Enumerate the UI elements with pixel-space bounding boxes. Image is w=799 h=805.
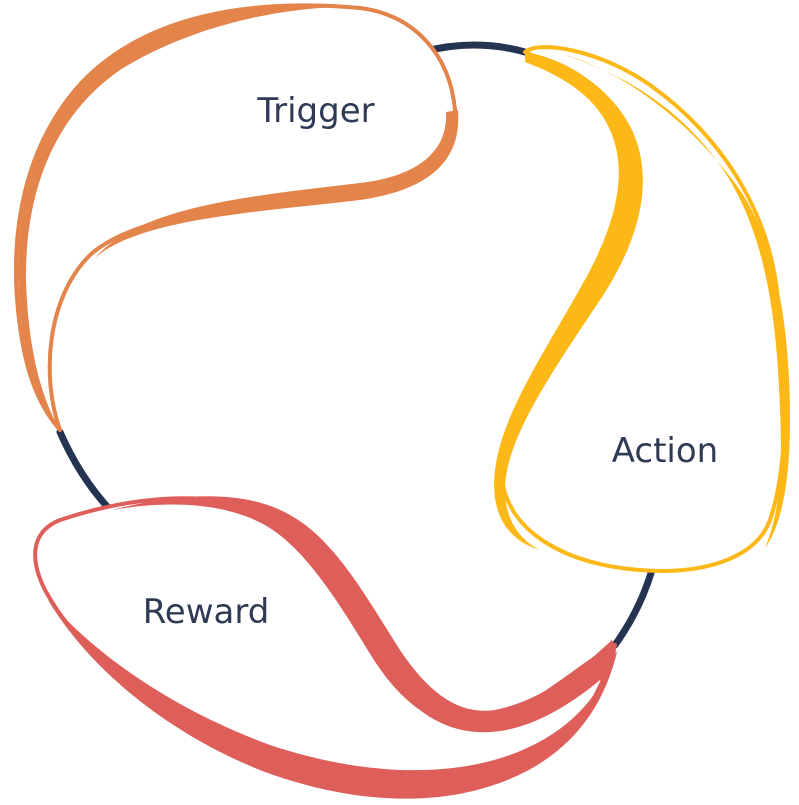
ring-segment-trigger-reward	[56, 428, 116, 516]
ring-segment-action-reward	[611, 566, 656, 649]
action-label: Action	[612, 431, 718, 471]
reward-label: Reward	[143, 592, 270, 632]
reward-swoosh-bottom	[48, 600, 618, 799]
trigger-shape	[14, 3, 458, 432]
trigger-label: Trigger	[256, 91, 374, 131]
trigger-swoosh-inner	[95, 110, 459, 258]
reward-swoosh-top	[112, 496, 616, 733]
action-shape	[499, 45, 787, 573]
ring-segment-trigger-action	[418, 41, 529, 56]
